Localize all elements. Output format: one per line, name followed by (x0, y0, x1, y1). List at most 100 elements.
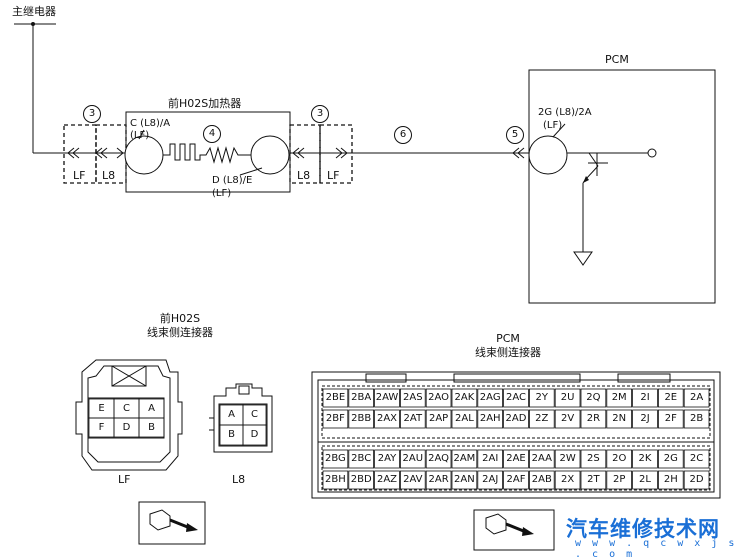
pcm-pin-cell (554, 409, 581, 429)
h02s-pin-grids (88, 398, 267, 446)
pcm-pin-cell (503, 449, 529, 469)
pcm-pin-cell (683, 409, 710, 429)
pcm-pin-cell (580, 409, 607, 429)
pcm-pin-cell (606, 409, 632, 429)
pcm-pin-cell (399, 449, 426, 469)
pcm-pin-cell (399, 470, 426, 490)
callout-3-right: 3 (311, 105, 329, 123)
pcm-pin-cell (606, 470, 632, 490)
pcm-pin: 2E (664, 392, 678, 403)
pcm-pin-cell (477, 388, 503, 408)
l8-caption: L8 (232, 473, 246, 486)
plug-chevron-left-1 (67, 147, 80, 159)
pcm-pin: 2AR (428, 474, 449, 485)
pcm-pin: 2D (689, 474, 704, 485)
pcm-pin: 2B (689, 413, 704, 424)
pcm-pin-cell (503, 470, 529, 490)
pcm-pin: 2AK (454, 392, 475, 403)
pcm-pin: 2Q (586, 392, 601, 403)
pcm-pin: 2BF (325, 413, 345, 424)
lf-connector-drawing (75, 359, 183, 471)
pcm-pin-cell (348, 470, 374, 490)
pcm-pin-cell (632, 409, 658, 429)
pcm-pin-cell (451, 388, 478, 408)
l8-pin: C (251, 409, 258, 420)
pcm-pin: 2T (587, 474, 600, 485)
h02s-conn-title-2: 线束侧连接器 (147, 326, 213, 339)
pcm-pin-cell (348, 409, 374, 429)
l8-label-left: L8 (102, 169, 116, 182)
l8-label-right: L8 (297, 169, 311, 182)
pcm-pin-cell (606, 449, 632, 469)
pcm-pin: 2AV (403, 474, 423, 485)
pcm-pin-cell (683, 449, 710, 469)
pcm-pin: 2AO (428, 392, 450, 403)
pcm-pin-cell (554, 449, 581, 469)
pcm-pin-cell (529, 470, 555, 490)
pcm-pin-cell (322, 409, 349, 429)
pcm-pin-cell (399, 388, 426, 408)
pcm-chevron (512, 147, 525, 159)
pcm-pin: 2O (612, 453, 627, 464)
pcm-pin-cell (374, 388, 400, 408)
pcm-pin: 2Z (535, 413, 549, 424)
pcm-pin: 2F (664, 413, 677, 424)
lf-pin: B (148, 422, 155, 433)
pcm-pin: 2AX (376, 413, 398, 424)
lf-pin: E (98, 403, 105, 414)
pcm-pin-cell (348, 388, 374, 408)
pcm-pin-cell (580, 388, 607, 408)
pcm-pin-cell (425, 409, 452, 429)
pcm-pin-cell (658, 449, 684, 469)
pcm-pin: 2BE (325, 392, 346, 403)
pcm-pin-sub: (LF) (543, 120, 563, 131)
lf-connector-box-right (319, 124, 353, 184)
pcm-pin: 2H (663, 474, 678, 485)
callout-4: 4 (203, 125, 221, 143)
pcm-open-terminal (647, 148, 657, 158)
pcm-pin: 2AP (428, 413, 449, 424)
pcm-pin-cell (632, 470, 658, 490)
pcm-pin-cell (374, 449, 400, 469)
pcm-pin-cell (322, 470, 349, 490)
pcm-pin-cell (529, 388, 555, 408)
heater-title: 前H02S加热器 (168, 97, 242, 110)
pcm-pin-cell (425, 388, 452, 408)
pcm-pin-cell (477, 449, 503, 469)
pcm-connector-drawing (311, 371, 721, 499)
harness-plug-icon (138, 501, 206, 545)
heater-pointer-d (239, 167, 263, 176)
lf-caption: LF (118, 473, 131, 486)
pcm-pin-cell (554, 388, 581, 408)
pcm-pin: 2BD (350, 474, 372, 485)
main-relay-label: 主继电器 (12, 5, 56, 18)
pcm-pin: 2BB (351, 413, 372, 424)
pcm-box (528, 69, 716, 304)
pcm-pin: 2AQ (428, 453, 450, 464)
pcm-pin: 2M (611, 392, 627, 403)
pcm-pin: 2BH (325, 474, 346, 485)
l8-pin-cell (242, 424, 267, 446)
lf-pin: A (148, 403, 155, 414)
harness-plug-icon (473, 509, 555, 551)
plug-chevron-left-3 (116, 147, 124, 159)
callout-6: 6 (394, 126, 412, 144)
lf-connector-box-left (63, 124, 97, 184)
heater-pin-d-sub: (LF) (212, 188, 232, 199)
pcm-pin: 2AC (505, 392, 526, 403)
pcm-pin: 2U (560, 392, 575, 403)
pcm-pin: 2AS (403, 392, 423, 403)
pcm-pin-cell (425, 470, 452, 490)
pcm-pin: 2BC (351, 453, 372, 464)
pcm-conn-title-1: PCM (496, 332, 520, 345)
pcm-pin: 2AF (506, 474, 526, 485)
watermark-url: w w w . q c w x j s . c o m (575, 538, 737, 560)
pcm-pin: 2AD (505, 413, 527, 424)
pcm-pin: 2I (640, 392, 650, 403)
pcm-pin: 2W (559, 453, 576, 464)
transistor-icon (582, 152, 608, 252)
pcm-pin-cell (451, 409, 478, 429)
pcm-pin-cell (683, 388, 710, 408)
pcm-pin-cell (658, 388, 684, 408)
